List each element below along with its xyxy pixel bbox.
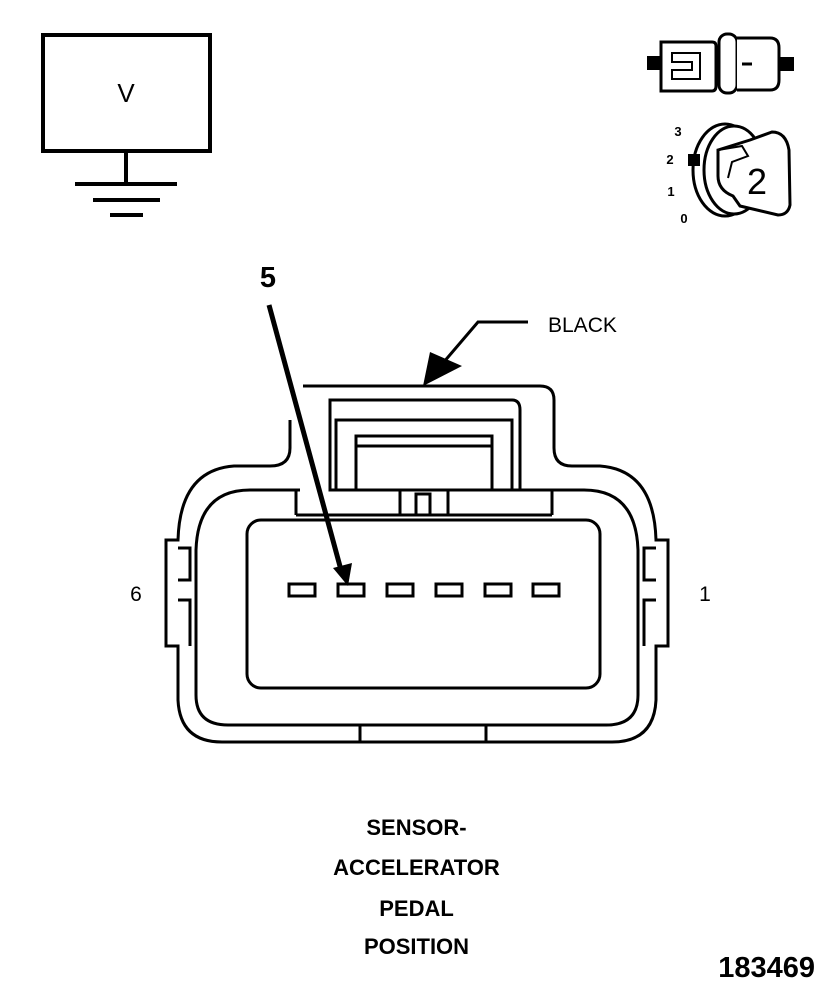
voltmeter-symbol: V (41, 33, 212, 217)
pin-3 (434, 582, 464, 598)
pin-2 (483, 582, 513, 598)
caption-line-3: PEDAL (379, 896, 454, 921)
pin-callout-arrow (266, 304, 352, 586)
key-position-number: 2 (747, 161, 767, 202)
voltmeter-label: V (117, 78, 135, 108)
caption-line-1: SENSOR- (366, 815, 467, 840)
pin-1 (531, 582, 561, 598)
pin-row (287, 582, 561, 598)
connector-face (164, 384, 670, 744)
connector-color-label: BLACK (548, 314, 617, 337)
caption-line-4: POSITION (363, 934, 470, 959)
pin-cavity (245, 518, 602, 690)
connector-halves-icon (647, 32, 794, 95)
key-scale-3: 3 (674, 124, 681, 139)
voltmeter-box (41, 33, 212, 153)
pin-6 (287, 582, 317, 598)
key-position-marker (688, 154, 700, 166)
pin-5 (336, 582, 366, 598)
ignition-key-icon: 3 2 1 0 2 (666, 122, 792, 226)
key-scale-2: 2 (666, 152, 673, 167)
left-pin-label: 6 (130, 583, 142, 606)
key-scale-1: 1 (667, 184, 674, 199)
pin-4 (385, 582, 415, 598)
figure-id: 183469 (718, 952, 815, 984)
color-callout-leader (423, 320, 528, 386)
caption-line-2: ACCELERATOR (333, 855, 500, 880)
right-pin-label: 1 (699, 583, 711, 606)
callout-pin-number: 5 (260, 262, 276, 294)
key-scale-0: 0 (680, 211, 687, 226)
